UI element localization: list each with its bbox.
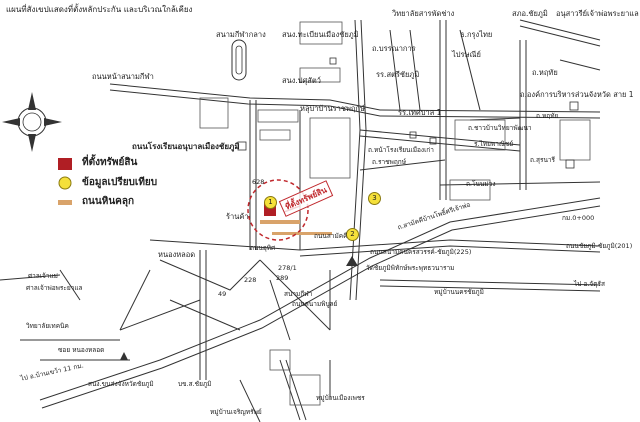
label-road-name: ถนนโรงเรียนอนุบาลเมืองชัยภูมิ <box>132 142 240 151</box>
label-post: ไปรษณีย์ <box>452 50 481 59</box>
road-diagonal <box>39 197 601 401</box>
label-rachaprueks: ถ.ราชพฤกษ์ <box>372 158 406 166</box>
label-tesaban: ถ.หฤทัย <box>532 68 558 77</box>
label-wat: วัดชัยภูมิพิทักษ์พระพุทธวนาราม <box>366 264 455 272</box>
label-278: 278/1 <box>278 264 297 272</box>
label-land-office: สนง.ทะเบียนเมืองชัยภูมิ <box>282 30 359 39</box>
label-bangkruai: ถนนสนามพิบูลย์ <box>292 300 338 308</box>
map-title: แผนที่สังเขปแสดงที่ตั้งหลักประกัน และบริ… <box>6 5 193 14</box>
label-road-saw: ถนนอุทิศ <box>250 244 276 252</box>
legend-soi-swatch <box>58 200 72 205</box>
label-school-3: ร.ไทยพาณิชย์ <box>474 140 514 148</box>
label-village-bottom-1: หมู่บ้านเจริญทรัพย์ <box>210 408 262 416</box>
label-289: 289 <box>276 274 289 282</box>
label-road-stadium: ถนนหน้าสนามกีฬา <box>92 72 154 81</box>
label-soi-nong: ซอย หนองหลอด <box>58 346 105 354</box>
label-chaiyaphum-road: ถนนชัยภูมิ-ชัยภูมิ(201) <box>566 242 633 250</box>
legend-comparable-swatch <box>58 176 72 190</box>
label-nonmuang: ถ.โนนม่วง <box>466 180 496 188</box>
label-sanam: สนามกีฬา <box>284 290 313 298</box>
label-boribun: ถ.บรรณาการ <box>372 44 416 53</box>
legend-soi-label: ถนนหินคลุก <box>82 196 135 207</box>
comparable-marker-3: 3 <box>368 192 381 205</box>
label-chaiyaphum-sawan: ถนนสนามคนครสวรรค์-ชัยภูมิ(225) <box>370 248 472 256</box>
label-girls-school: รร.สตรีชัยภูมิ <box>376 70 420 79</box>
label-stadium: สนามกีฬากลาง <box>216 30 266 39</box>
label-krai: ถ.หน้าโรงเรียนเมืองเก่า <box>368 146 434 154</box>
stadium-shape <box>231 39 247 81</box>
label-police: สภอ.ชัยภูมิ <box>512 9 548 18</box>
label-market: ศาลเจ้าพ่อพระยาแล <box>26 284 83 292</box>
label-village-1: หมู่บ้านนครชัยภูมิ <box>434 288 484 296</box>
label-school-bottom: วิทยาลัยเทคนิค <box>26 322 69 330</box>
legend-comparable-label: ข้อมูลเปรียบเทียบ <box>82 177 158 188</box>
label-chaloem: ถ.องค์การบริหารส่วนจังหวัด สาย 1 <box>520 90 634 99</box>
block-land-office <box>299 21 343 45</box>
label-49: 49 <box>218 290 227 298</box>
label-kaew: ถ.สุรนารี <box>530 156 556 164</box>
label-km: กม.0+000 <box>562 214 595 222</box>
label-nong-lerd: หนองหลอด <box>158 250 196 259</box>
label-provincial: หลุบ่าบ้านราชพฤกษ์ <box>300 104 365 113</box>
temple-icon <box>346 256 358 266</box>
label-bus-terminal: บข.ส.ชัยภูมิ <box>178 380 212 388</box>
road-diagonal-edge <box>41 205 601 409</box>
label-nakorn: ถ.หฤทัย <box>536 112 559 120</box>
label-monument: อนุสาวรีย์เจ้าพ่อพระยาแล <box>556 9 639 18</box>
label-transport-office: สนง.ขนส่งจังหวัดชัยภูมิ <box>88 380 154 388</box>
label-228: 228 <box>244 276 257 284</box>
label-to-jaturat: ไป อ.จัตุรัส <box>574 280 605 288</box>
label-school-top: วิทยาลัยสารพัดช่าง <box>392 9 455 18</box>
compass-icon <box>2 92 62 152</box>
road-mid-right <box>299 239 601 251</box>
label-livestock: สนง.ปศุสัตว์ <box>282 76 321 85</box>
label-tesaban-1: รร.เทศบาล 1 <box>398 108 442 117</box>
legend-property-label: ที่ตั้งทรัพย์สิน <box>82 157 138 168</box>
label-bank: ธ.กรุงไทย <box>460 30 493 39</box>
label-samak: ถนนสามัคคี <box>314 232 348 240</box>
soi-road <box>260 220 300 224</box>
label-628: 628 <box>252 178 265 186</box>
label-village-bottom-2: หมู่บ้านเมืองเพชร <box>316 394 365 402</box>
label-shop: ร้านค้า <box>226 212 249 221</box>
comparable-marker-1: 1 <box>264 196 277 209</box>
label-shrine: ศาลเจ้าแม่ <box>28 272 58 280</box>
road-top <box>109 83 601 113</box>
property-circle <box>247 179 309 241</box>
road-top-edge <box>109 89 601 119</box>
comparable-marker-2: 2 <box>346 228 359 241</box>
label-school-2: ถ.ชาวบ้านวิทยาพัฒนา <box>468 124 532 132</box>
legend-property-swatch <box>58 158 72 170</box>
